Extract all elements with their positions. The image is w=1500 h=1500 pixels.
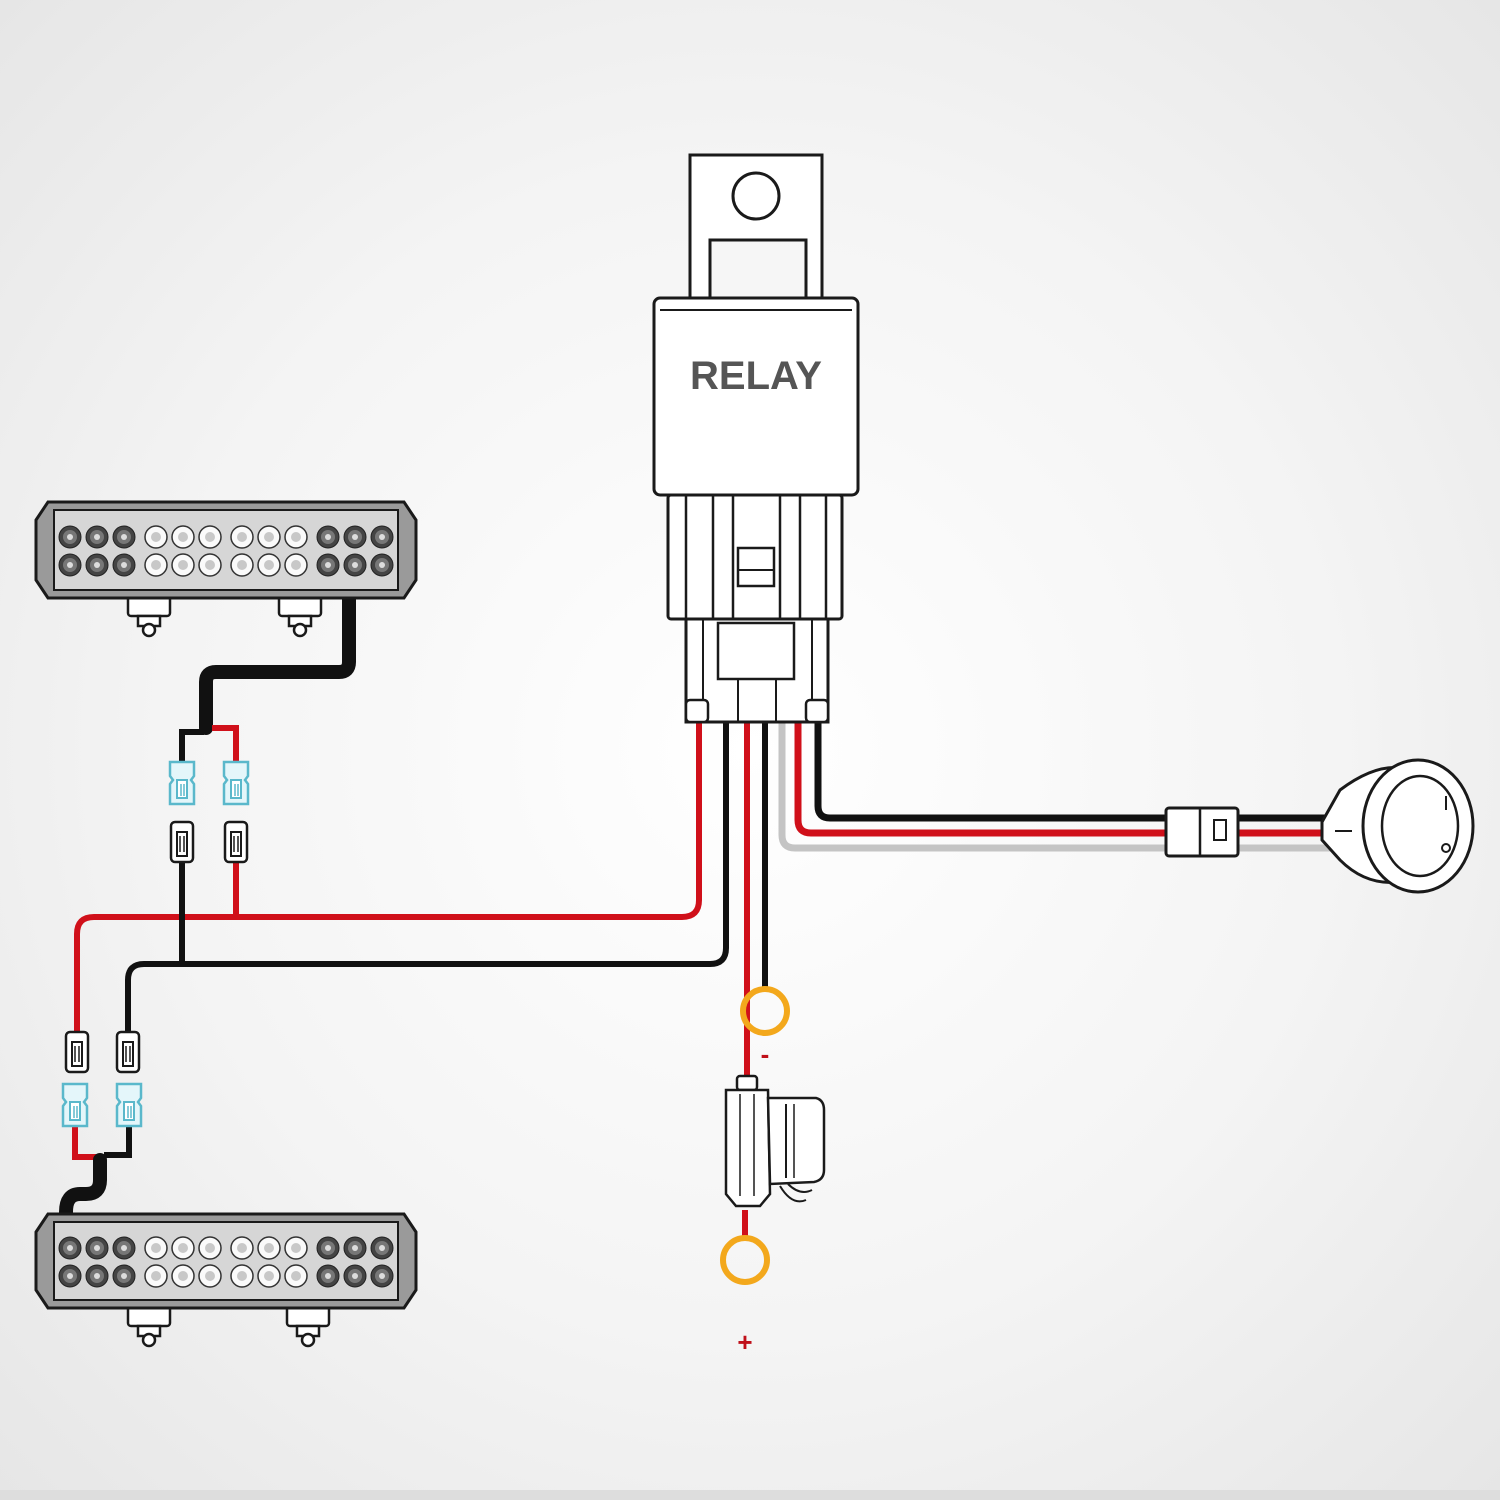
switch-plug-connector [1164,806,1240,858]
spade-connector-male [64,1030,90,1074]
positive-ring-terminal [720,1235,770,1285]
relay-mounting-hole [731,171,781,221]
spade-connector-female [222,760,250,806]
wires [59,591,1330,1238]
fuse-holder-icon [724,1074,826,1208]
spade-connector-male [223,820,249,864]
rocker-switch-icon [1320,758,1475,894]
led-light-bar-icon [34,1212,418,1348]
floor-strip [0,1490,1500,1500]
bottom-lightbar-red-lead [72,1122,102,1160]
black-ground-wire [125,720,729,1033]
switch-red-wire [794,720,1330,837]
spade-connector-male [115,1030,141,1074]
ground-label: - [761,1039,770,1069]
bottom-lightbar-cable [59,1153,107,1229]
ground-ring-terminal [740,986,790,1036]
red-power-wire [74,720,702,1033]
positive-label: + [737,1327,752,1357]
spade-connector-female [61,1082,89,1128]
led-light-bar-icon [34,500,418,638]
switch-on-indicator [1441,843,1451,853]
top-lightbar-red-lead [212,725,239,770]
top-lightbar-mounts [126,594,323,638]
spade-connector-female [115,1082,143,1128]
bottom-lightbar-black-lead [104,1122,132,1158]
top-lightbar-connectors [168,760,250,864]
top-lightbar-cable [199,591,356,735]
spade-connector-female [168,760,196,806]
relay-label: RELAY [690,354,822,398]
relay-icon: RELAY [652,153,860,724]
spade-connector-male [169,820,195,864]
switch-black-wire [814,720,1330,822]
bottom-lightbar-mounts [126,1304,331,1348]
switch-white-wire [778,720,1330,852]
bottom-lightbar-connectors [61,1030,143,1128]
top-lightbar-black-lead [179,729,204,770]
